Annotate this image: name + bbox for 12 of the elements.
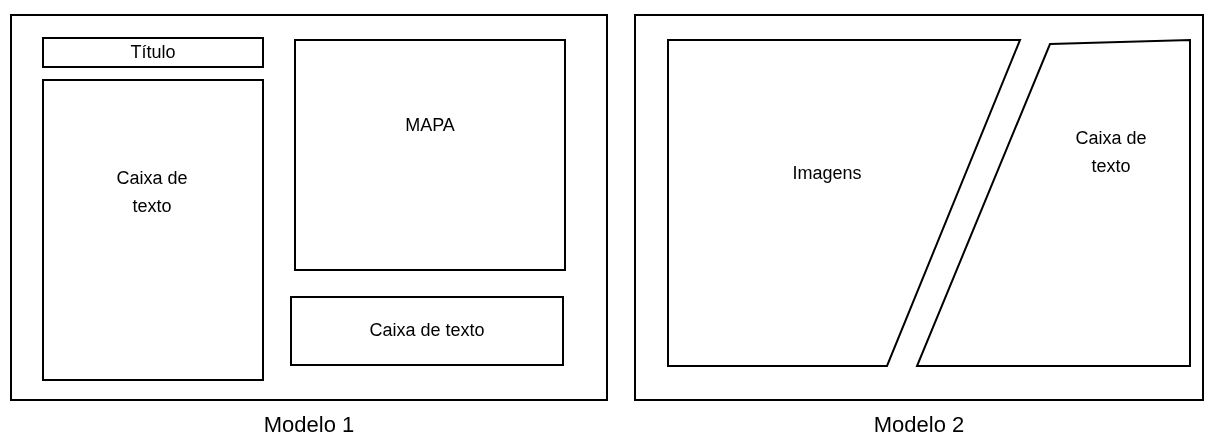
title-box (42, 37, 264, 68)
box-label: Imagens (791, 162, 863, 185)
model-caption: Modelo 2 (872, 411, 966, 439)
box-label: Caixa de texto (115, 167, 189, 218)
text-box (42, 79, 264, 381)
box-label: MAPA (404, 114, 456, 137)
box-label: Caixa de texto (1074, 127, 1148, 178)
map-box (294, 39, 566, 271)
model-caption: Modelo 1 (262, 411, 356, 439)
box-label: Título (129, 41, 177, 64)
box-label: Caixa de texto (368, 319, 486, 342)
text-box (290, 296, 564, 366)
